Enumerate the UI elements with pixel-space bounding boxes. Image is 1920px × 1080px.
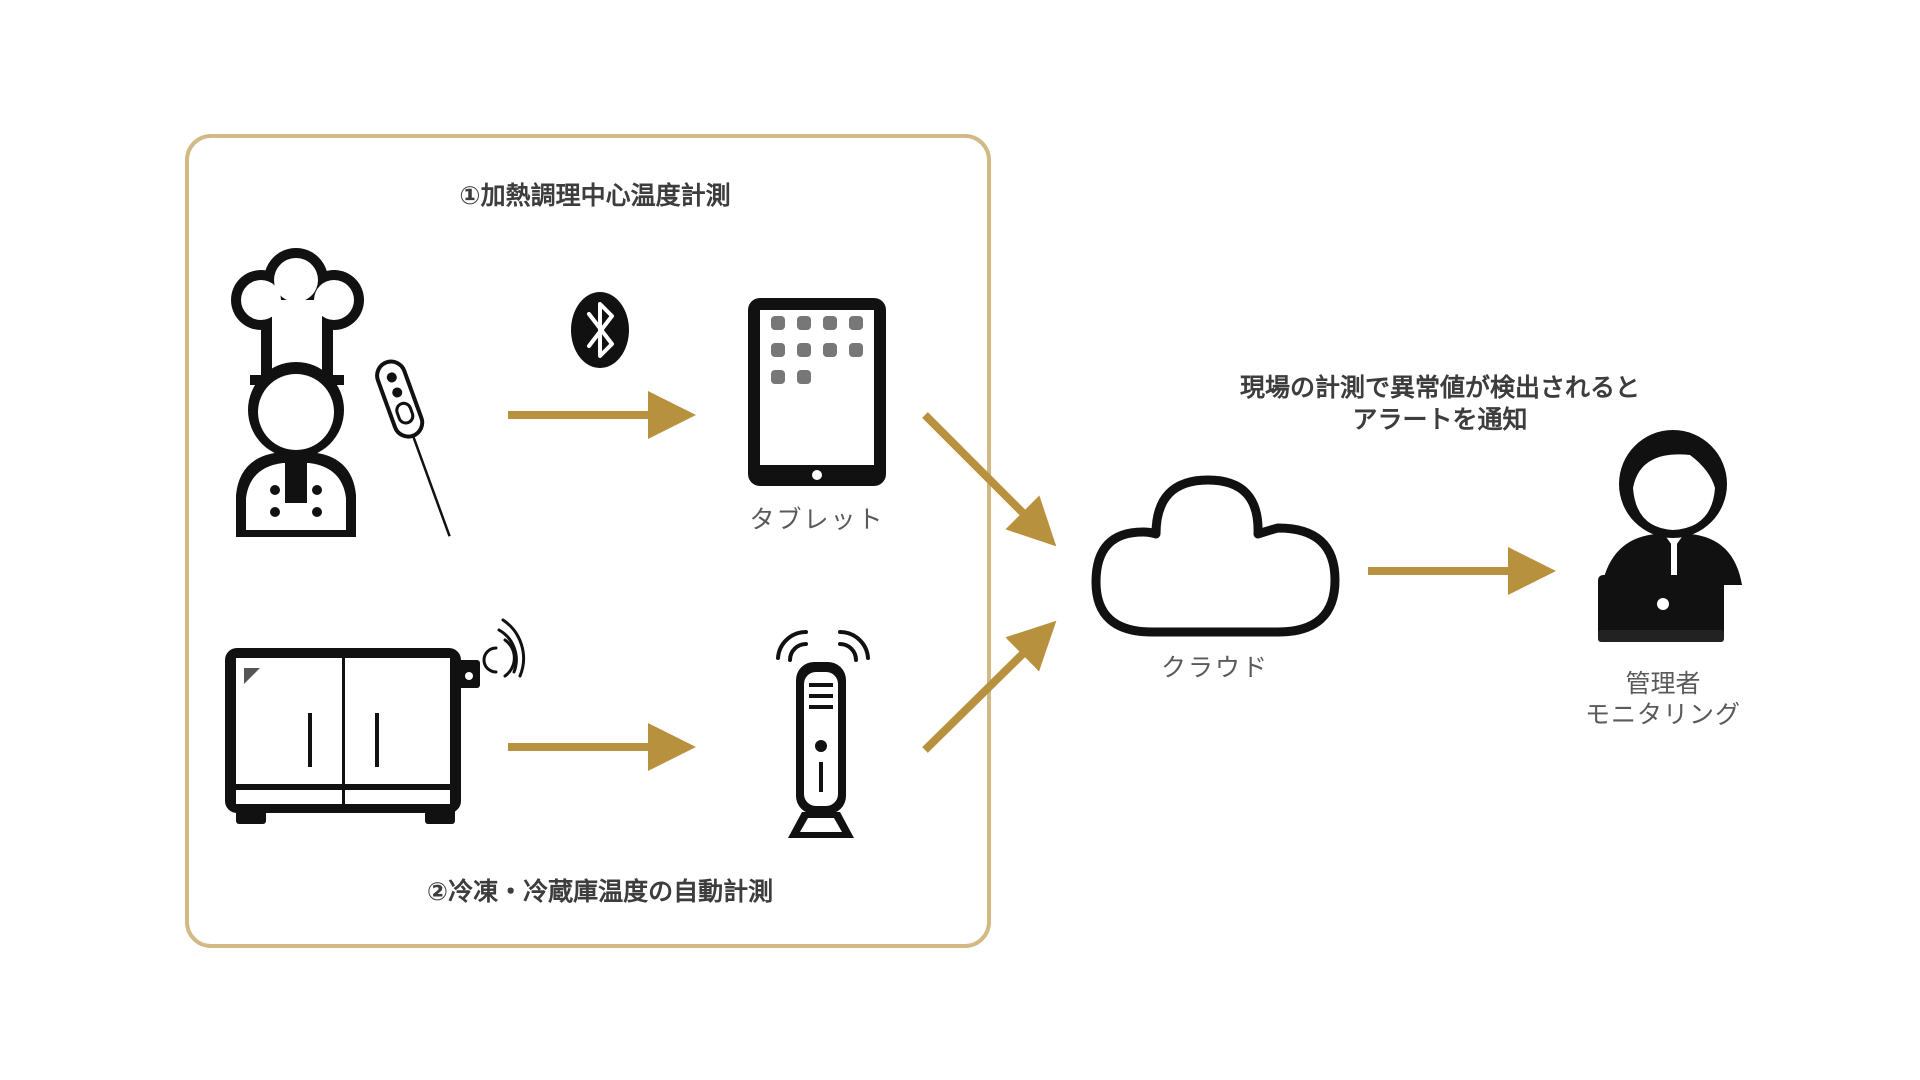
thermometer-icon (375, 359, 451, 537)
cloud-icon (1091, 475, 1340, 637)
arrow-tablet-to-cloud (922, 412, 1057, 547)
section1-title: ①加熱調理中心温度計測 (459, 181, 731, 210)
tablet-label: タブレット (749, 505, 885, 534)
admin-icon (1598, 430, 1742, 642)
tablet-icon (748, 298, 886, 486)
router-icon (776, 629, 870, 838)
cloud-label: クラウド (1160, 653, 1269, 682)
fridge-icon (225, 648, 480, 824)
admin-label-line2: モニタリング (1584, 700, 1741, 729)
system-frame (185, 134, 991, 948)
arrows (508, 391, 1556, 771)
admin-label-line1: 管理者 (1625, 669, 1701, 698)
alert-text-line2: アラートを通知 (1352, 405, 1528, 434)
bluetooth-icon (571, 292, 629, 368)
chef-icon (231, 248, 364, 537)
wireless-signal-icon (482, 618, 525, 678)
alert-text-line1: 現場の計測で異常値が検出されると (1239, 373, 1640, 402)
section2-title: ②冷凍・冷蔵庫温度の自動計測 (426, 877, 774, 906)
arrow-router-to-cloud (922, 620, 1057, 753)
